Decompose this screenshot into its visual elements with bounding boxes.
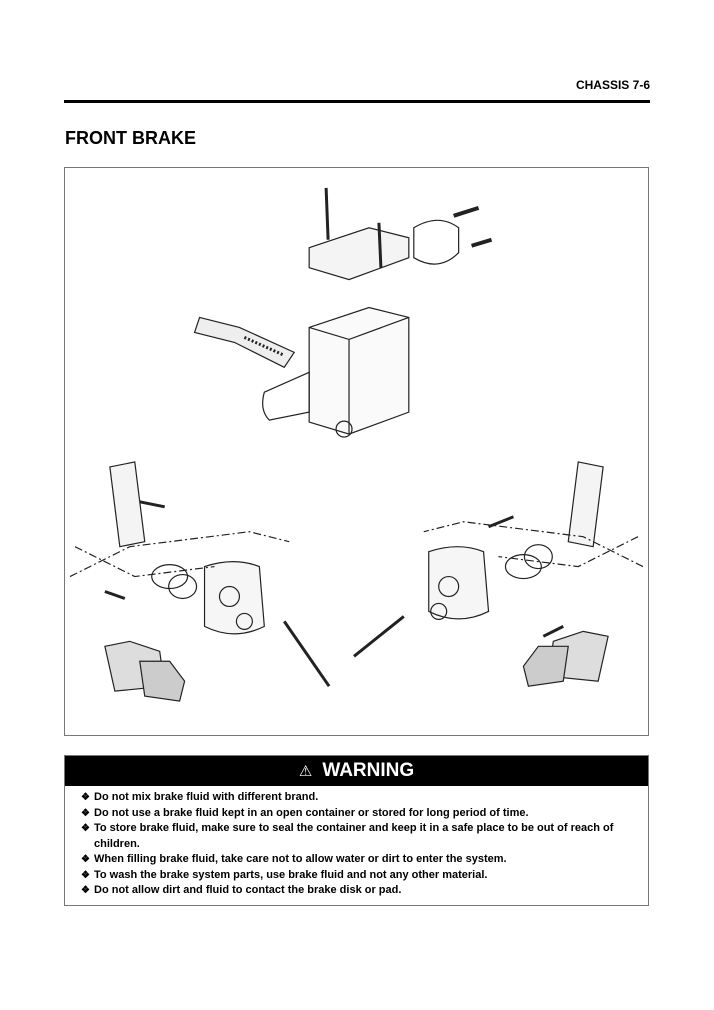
page-title: FRONT BRAKE xyxy=(65,128,196,148)
warning-item: ❖Do not use a brake fluid kept in an ope… xyxy=(81,806,634,822)
page-header-section: CHASSIS 7-6 xyxy=(575,78,650,92)
front-brake-diagram xyxy=(64,167,649,736)
warning-triangle-icon: ⚠ xyxy=(298,763,313,780)
bullet-icon: ❖ xyxy=(81,885,90,896)
exploded-view-illustration xyxy=(69,187,644,702)
bullet-icon: ❖ xyxy=(81,869,90,881)
warning-item: ❖To wash the brake system parts, use bra… xyxy=(81,868,634,884)
bullet-icon: ❖ xyxy=(81,792,90,803)
right-caliper-assembly xyxy=(353,461,644,687)
master-cylinder xyxy=(193,187,493,438)
warning-box: ⚠ WARNING ❖Do not mix brake fluid with d… xyxy=(64,755,649,906)
bullet-icon: ❖ xyxy=(81,854,90,865)
warning-header: ⚠ WARNING xyxy=(65,756,648,786)
warning-item: ❖Do not allow dirt and fluid to contact … xyxy=(81,883,634,899)
warning-item: ❖To store brake fluid, make sure to seal… xyxy=(81,822,614,850)
bullet-icon: ❖ xyxy=(81,807,90,819)
left-caliper-assembly xyxy=(69,461,331,702)
warning-heading: WARNING xyxy=(322,760,415,781)
header-rule xyxy=(64,100,650,103)
warning-list: ❖Do not mix brake fluid with different b… xyxy=(65,790,648,899)
bullet-icon: ❖ xyxy=(81,823,90,834)
warning-item: ❖Do not mix brake fluid with different b… xyxy=(81,790,634,806)
warning-item: ❖When filling brake fluid, take care not… xyxy=(81,852,634,868)
